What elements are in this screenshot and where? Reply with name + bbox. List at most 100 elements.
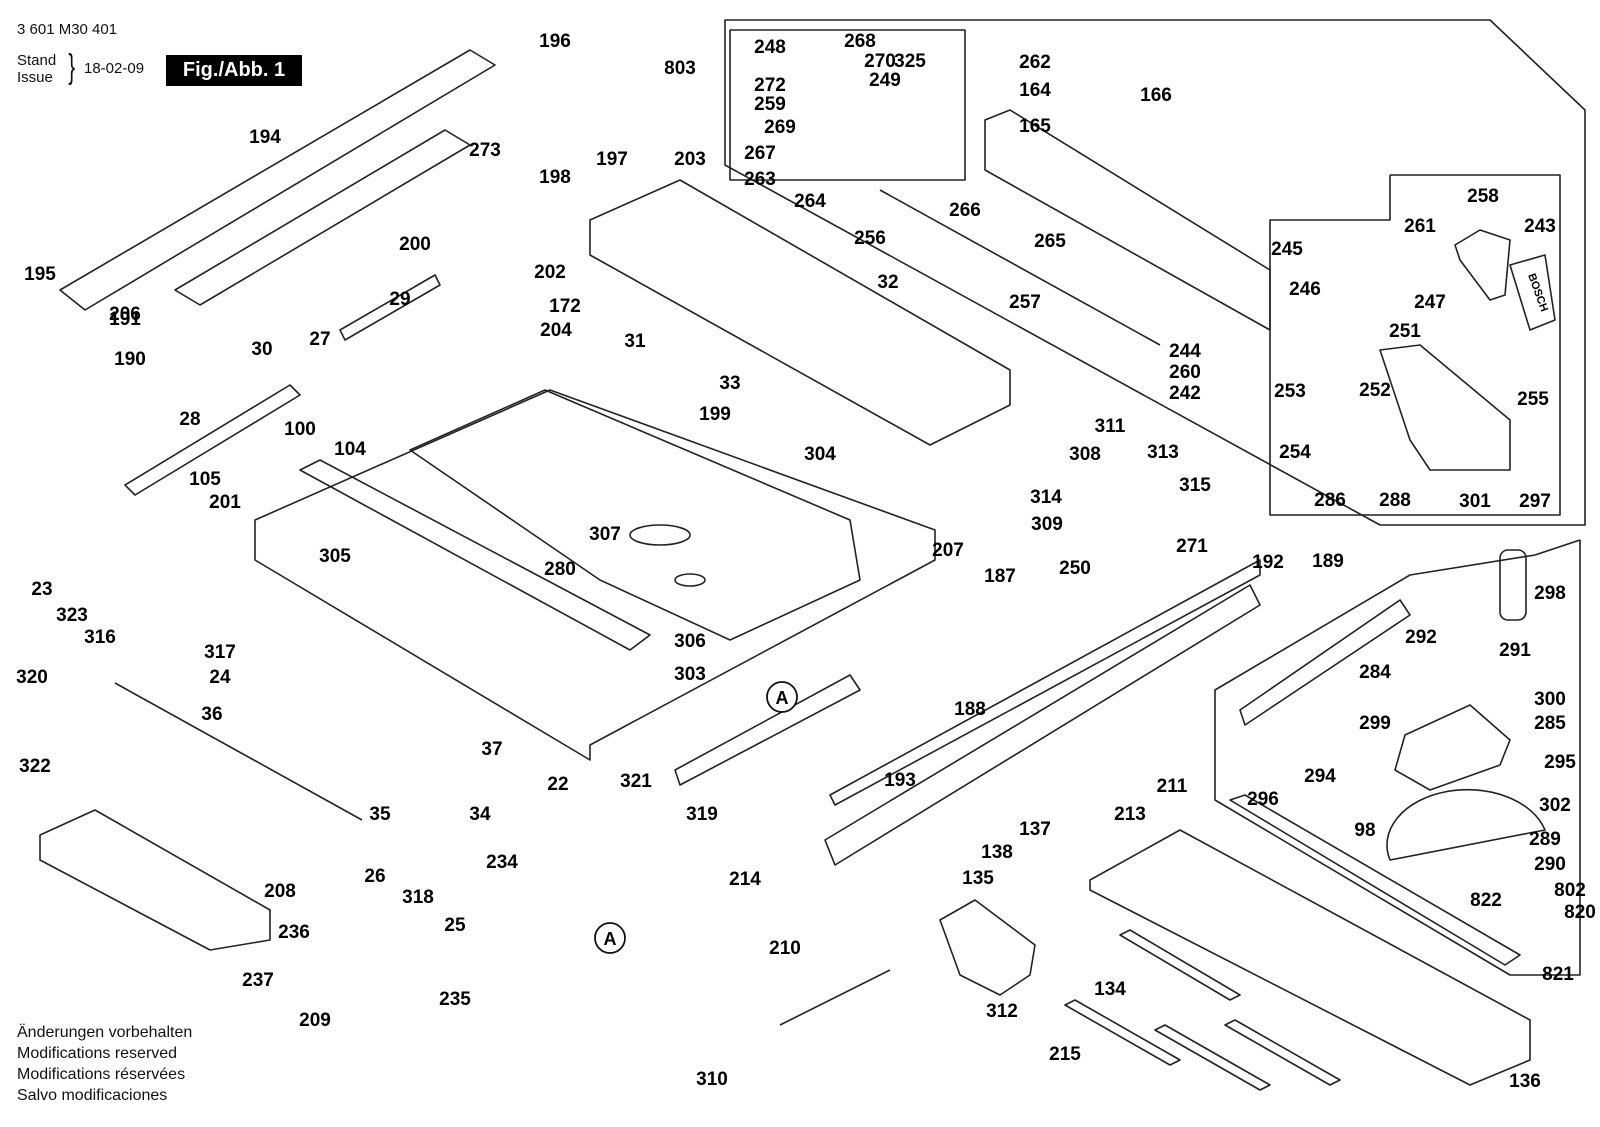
part-callout-306: 306 [674, 631, 706, 652]
scale-207 [829, 559, 1261, 806]
table-saw-main-table [254, 389, 936, 761]
part-callout-242: 242 [1169, 383, 1201, 404]
part-callout-104: 104 [334, 439, 366, 460]
table-extension-top [589, 179, 1011, 446]
table-210 [1089, 829, 1531, 1086]
figure-label: Fig./Abb. 1 [166, 55, 302, 86]
part-callout-134: 134 [1094, 979, 1126, 1000]
part-callout-299: 299 [1359, 713, 1391, 734]
part-callout-251: 251 [1389, 321, 1421, 342]
part-callout-23: 23 [31, 579, 52, 600]
rail-187 [824, 584, 1261, 866]
part-callout-296: 296 [1247, 789, 1279, 810]
assembly-802-boundary [724, 19, 1586, 526]
part-callout-234: 234 [486, 852, 518, 873]
part-callout-214: 214 [729, 869, 761, 890]
part-callout-292: 292 [1405, 627, 1437, 648]
issue-label: Issue [17, 69, 53, 86]
bracket-242 [1379, 344, 1511, 471]
part-callout-303: 303 [674, 664, 706, 685]
part-callout-135: 135 [962, 868, 994, 889]
part-callout-325: 325 [894, 51, 926, 72]
part-callout-253: 253 [1274, 381, 1306, 402]
part-callout-28: 28 [179, 409, 200, 430]
part-callout-36: 36 [201, 704, 222, 725]
part-callout-280: 280 [544, 559, 576, 580]
part-callout-203: 203 [674, 149, 706, 170]
rail-194 [59, 49, 496, 311]
assembly-callout-802: 802 [1554, 880, 1586, 901]
part-callout-304: 304 [804, 444, 836, 465]
part-callout-269: 269 [764, 117, 796, 138]
part-callout-29: 29 [389, 289, 410, 310]
assembly-803-boundary [1214, 539, 1581, 976]
part-callout-259: 259 [754, 94, 786, 115]
part-callout-262: 262 [1019, 52, 1051, 73]
bar-211-lower [1224, 1019, 1341, 1086]
part-callout-211: 211 [1157, 776, 1188, 797]
assembly-callout-803: 803 [664, 58, 696, 79]
bar-213-right [1154, 1024, 1271, 1091]
part-callout-207: 207 [932, 540, 964, 561]
part-callout-245: 245 [1271, 239, 1303, 260]
part-callout-136: 136 [1509, 1071, 1541, 1092]
part-callout-197: 197 [596, 149, 628, 170]
part-callout-261: 261 [1404, 216, 1436, 237]
part-callout-302: 302 [1539, 795, 1571, 816]
part-callout-311: 311 [1095, 416, 1126, 437]
part-callout-307: 307 [589, 524, 621, 545]
part-callout-31: 31 [624, 331, 646, 352]
assembly-callout-821: 821 [1542, 964, 1574, 985]
extension-234 [39, 809, 271, 951]
foot-138 [939, 899, 1036, 996]
part-callout-33: 33 [719, 373, 740, 394]
table-opening [629, 524, 691, 546]
part-callout-202: 202 [534, 262, 566, 283]
part-callout-317: 317 [204, 642, 236, 663]
part-callout-305: 305 [319, 546, 351, 567]
part-callout-268: 268 [844, 31, 876, 52]
part-callout-301: 301 [1459, 491, 1491, 512]
part-callout-206: 206 [109, 304, 141, 325]
part-callout-244: 244 [1169, 341, 1201, 362]
part-callout-210: 210 [769, 938, 801, 959]
part-callout-187: 187 [984, 566, 1016, 587]
part-callout-192: 192 [1252, 552, 1284, 573]
part-callout-309: 309 [1031, 514, 1063, 535]
part-callout-35: 35 [369, 804, 391, 825]
part-callout-194: 194 [249, 127, 281, 148]
part-callout-320: 320 [16, 667, 48, 688]
part-callout-319: 319 [686, 804, 718, 825]
part-callout-34: 34 [469, 804, 491, 825]
stand-label: Stand [17, 52, 57, 69]
part-callout-285: 285 [1534, 713, 1566, 734]
part-callout-37: 37 [481, 739, 502, 760]
group-822-bracket [729, 29, 966, 181]
part-callout-250: 250 [1059, 558, 1091, 579]
bar-213-left [1064, 999, 1181, 1066]
part-callout-288: 288 [1379, 490, 1411, 511]
detail-marker-a-upper-label: A [776, 688, 789, 708]
part-callout-98: 98 [1354, 820, 1375, 841]
part-callout-314: 314 [1030, 487, 1062, 508]
part-callout-32: 32 [877, 272, 898, 293]
part-callout-264: 264 [794, 191, 826, 212]
part-callout-312: 312 [986, 1001, 1018, 1022]
part-callout-298: 298 [1534, 583, 1566, 604]
part-callout-316: 316 [84, 627, 116, 648]
part-callout-260: 260 [1169, 362, 1201, 383]
part-callout-266: 266 [949, 200, 981, 221]
part-callout-209: 209 [299, 1010, 331, 1031]
part-callout-297: 297 [1519, 491, 1551, 512]
part-callout-263: 263 [744, 169, 776, 190]
detail-marker-a-lower [594, 922, 626, 954]
part-callout-25: 25 [444, 915, 466, 936]
rod-135 [779, 969, 891, 1026]
part-callout-313: 313 [1147, 442, 1179, 463]
rail-273 [174, 129, 471, 306]
group-820-bracket [1269, 174, 1561, 516]
part-callout-249: 249 [869, 70, 901, 91]
part-callout-246: 246 [1289, 279, 1321, 300]
assembly-callout-820: 820 [1564, 902, 1596, 923]
